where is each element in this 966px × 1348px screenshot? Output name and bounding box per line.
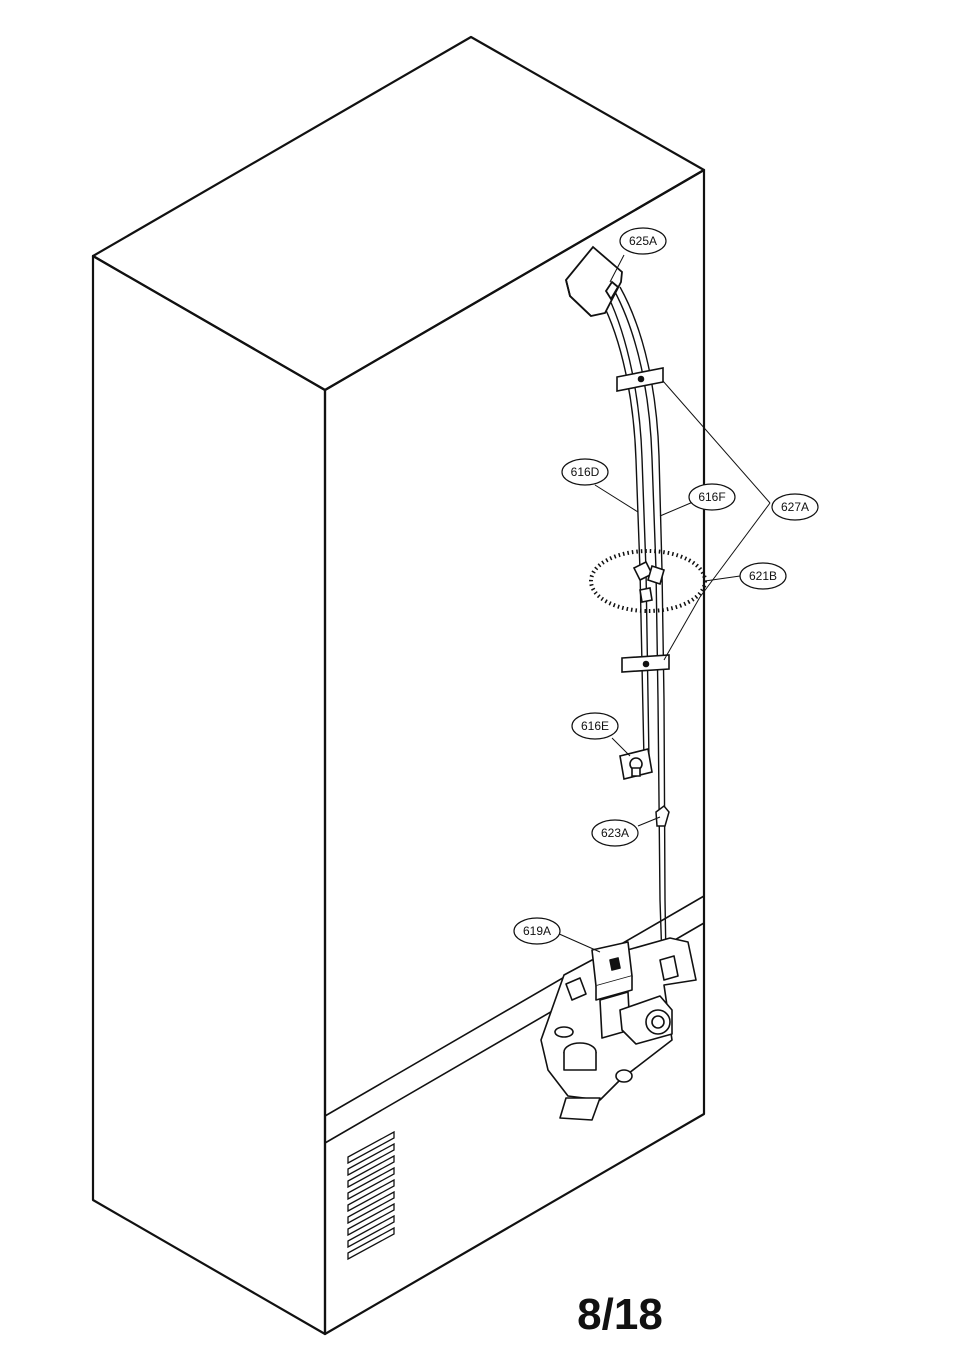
label-616d: 616D: [571, 465, 600, 479]
callout-625a: 625A: [619, 227, 667, 255]
callout-619a: 619A: [513, 917, 561, 945]
label-625a: 625A: [629, 234, 657, 248]
connector-621b: [632, 560, 665, 603]
vent-grille: [347, 1130, 395, 1261]
detail-circle-621b: [589, 549, 707, 613]
tube-616f: [613, 289, 663, 961]
page-number: 8/18: [577, 1290, 663, 1339]
label-619a: 619A: [523, 924, 551, 938]
clamp-627a-upper: [616, 367, 664, 392]
label-616f: 616F: [698, 490, 725, 504]
callout-623a: 623A: [591, 819, 639, 847]
callout-616e: 616E: [571, 712, 619, 740]
machine-compartment-edge-upper: [324, 895, 705, 1117]
fitting-616e: [619, 748, 653, 780]
refrigerator-cabinet: [91, 35, 706, 1336]
cabinet-right-face: [323, 168, 706, 1336]
cabinet-top-face: [91, 35, 706, 392]
part-625a: [565, 245, 623, 317]
label-627a: 627A: [781, 500, 809, 514]
label-616e: 616E: [581, 719, 609, 733]
clamp-627a-lower: [621, 654, 670, 673]
callout-616f: 616F: [688, 483, 736, 511]
water-valve-619a: [540, 937, 697, 1121]
cabinet-left-face: [91, 254, 327, 1336]
callout-627a: 627A: [771, 493, 819, 521]
label-621b: 621B: [749, 569, 777, 583]
callout-621b: 621B: [739, 562, 787, 590]
leader-lines: [556, 254, 771, 953]
callout-616d: 616D: [561, 458, 609, 486]
label-623a: 623A: [601, 826, 629, 840]
clip-623a: [655, 804, 670, 827]
tube-616d: [600, 299, 645, 761]
